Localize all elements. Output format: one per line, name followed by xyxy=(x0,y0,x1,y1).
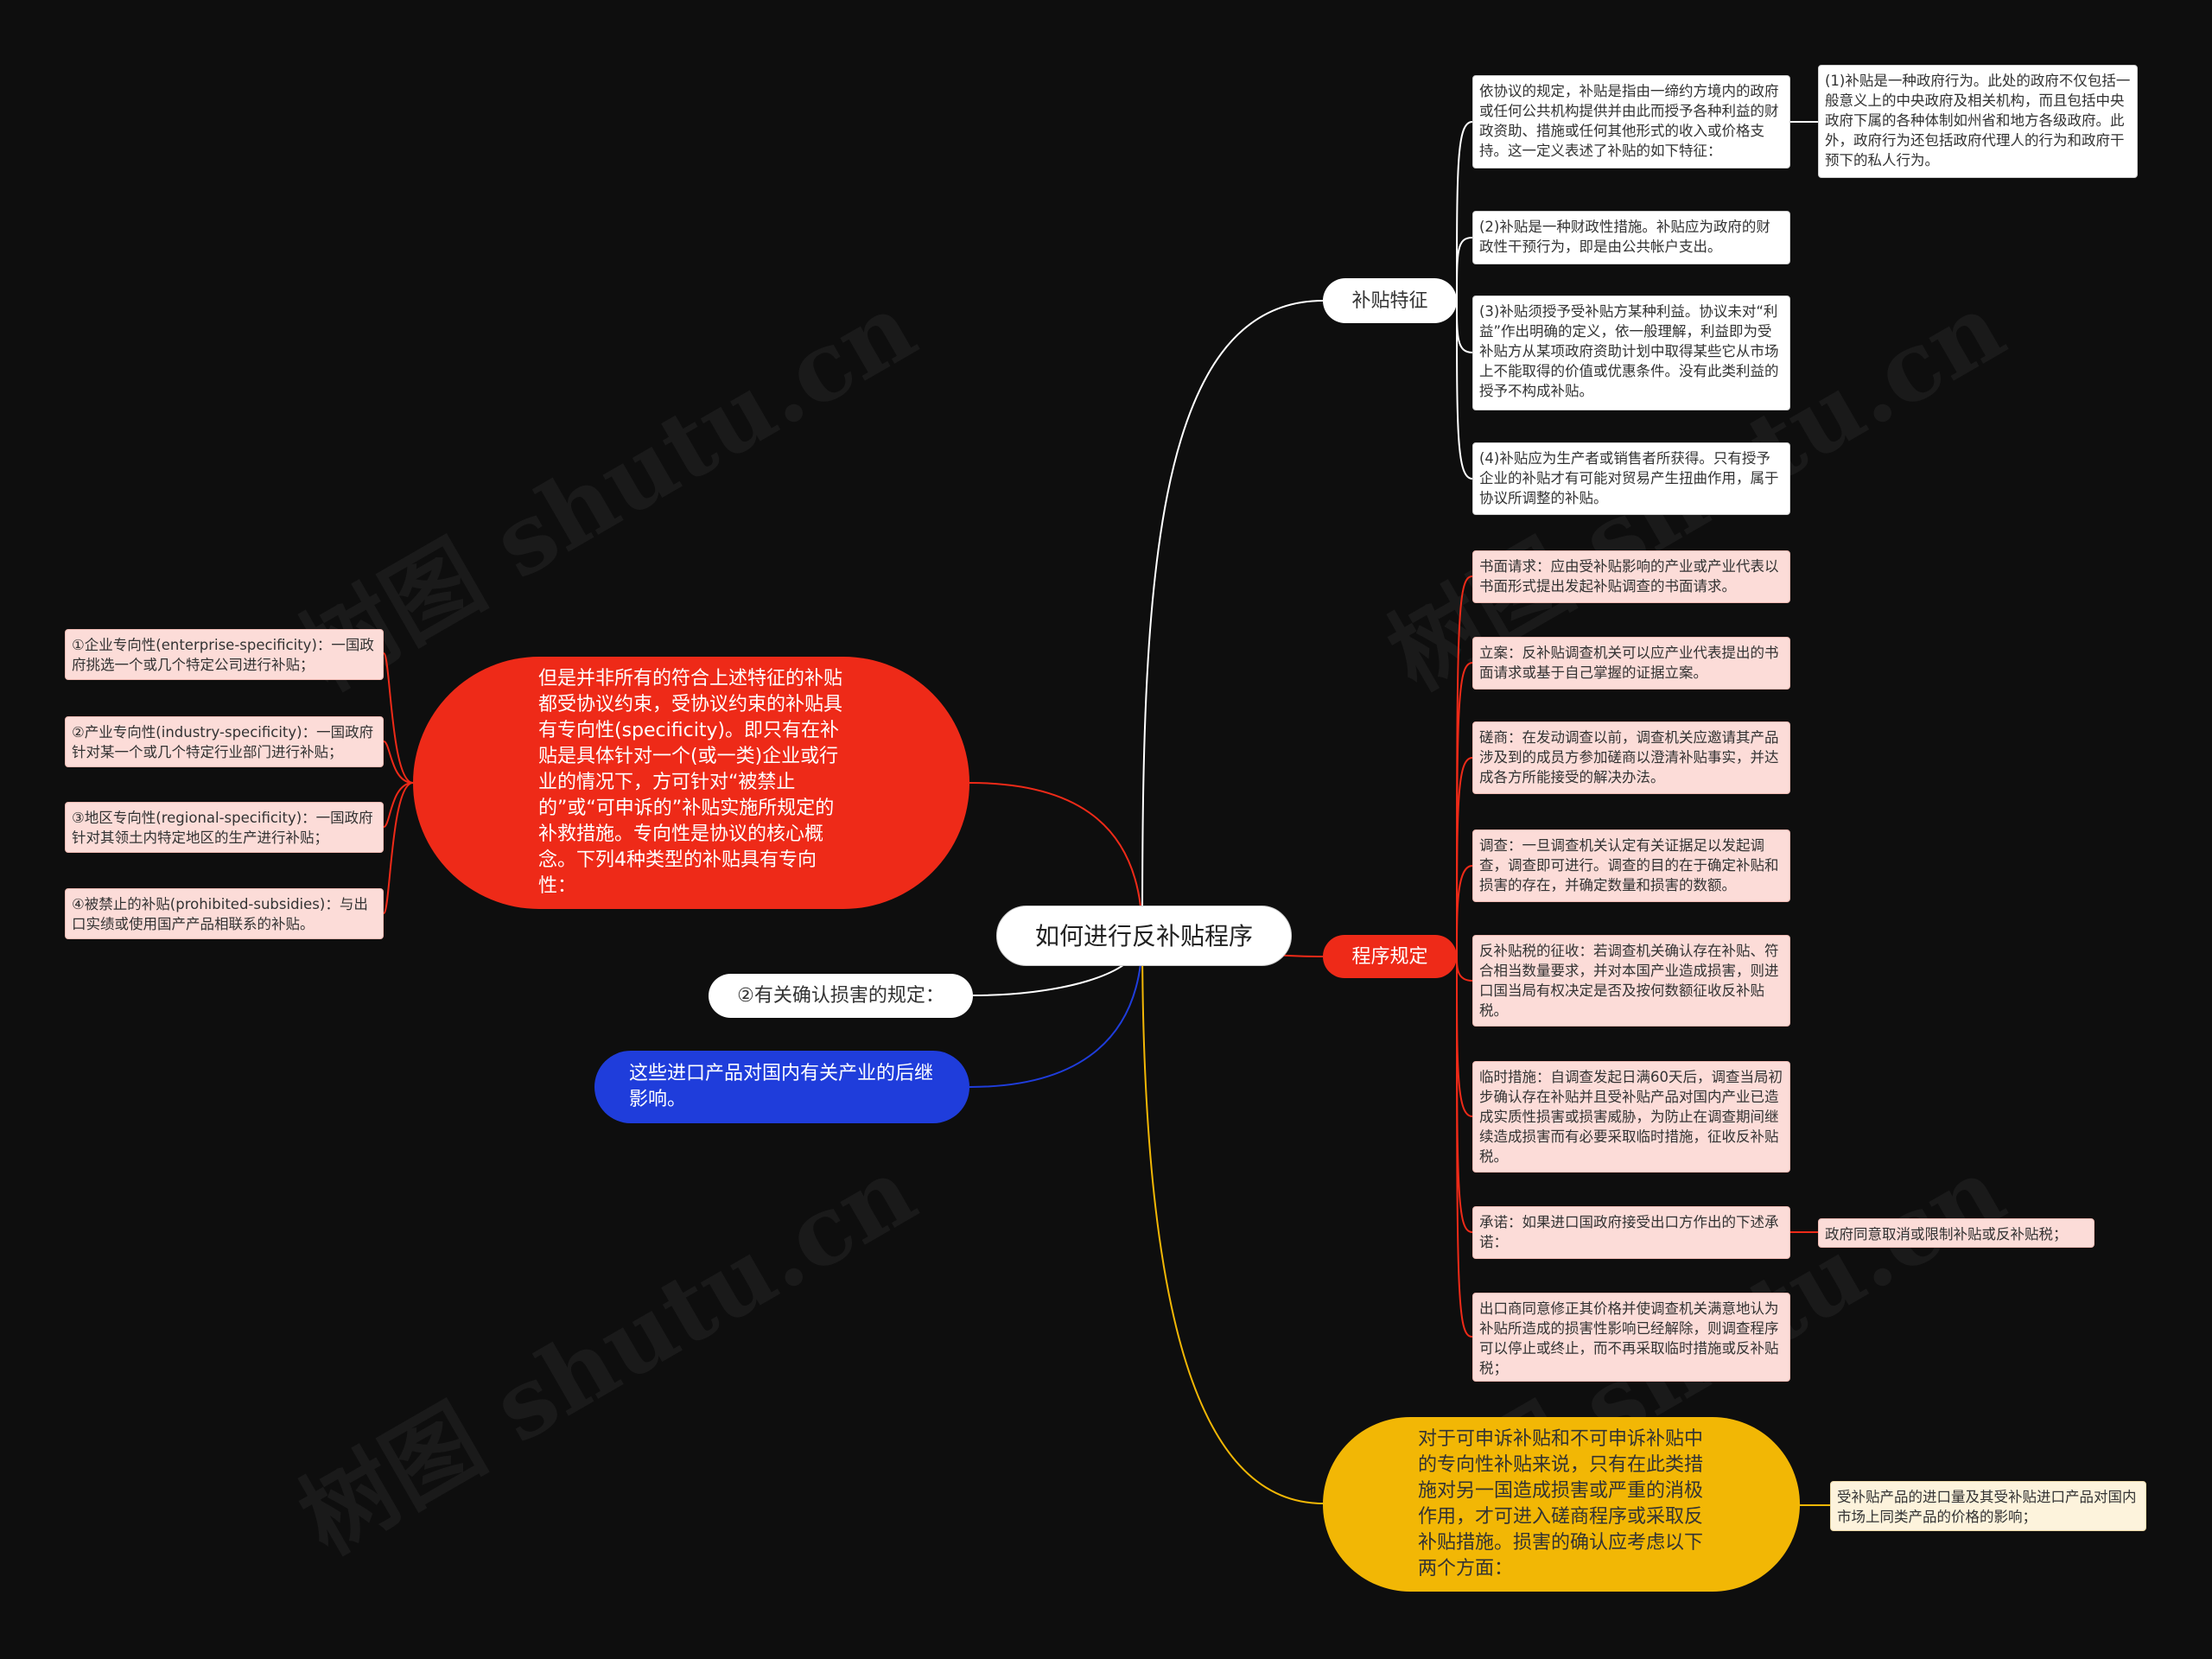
features-intro-detail-card[interactable]: (1)补贴是一种政府行为。此处的政府不仅包括一般意义上的中央政府及相关机构，而且… xyxy=(1818,65,2138,178)
root-topic-label: 如何进行反补贴程序 xyxy=(1034,921,1253,950)
features-intro-card[interactable]: 依协议的规定，补贴是指由一缔约方境内的政府或任何公共机构提供并由此而授予各种利益… xyxy=(1472,75,1790,168)
link-features-item3 xyxy=(1456,300,1473,353)
root-topic[interactable]: 如何进行反补贴程序 xyxy=(996,906,1292,966)
procedure-step-6[interactable]: 临时措施：自调查发起日满60天后，调查当局初步确认存在补贴并且受补贴产品对国内产… xyxy=(1472,1061,1790,1173)
link-proc-2 xyxy=(1456,662,1473,957)
procedure-step-3[interactable]: 磋商：在发动调查以前，调查机关应邀请其产品涉及到的成员方参加磋商以澄清补贴事实，… xyxy=(1472,721,1790,794)
link-proc-8 xyxy=(1456,956,1473,1338)
specificity-type-4[interactable]: ④被禁止的补贴(prohibited-subsidies)：与出口实绩或使用国产… xyxy=(65,888,384,939)
link-spec-3 xyxy=(383,782,414,828)
branch-specificity-label: 但是并非所有的符合上述特征的补贴都受协议约束，受协议约束的补贴具有专向性(spe… xyxy=(538,668,843,897)
branch-injury-label: 对于可申诉补贴和不可申诉补贴中的专向性补贴来说，只有在此类措施对另一国造成损害或… xyxy=(1418,1428,1704,1580)
features-item2-card[interactable]: (2)补贴是一种财政性措施。补贴应为政府的财政性干预行为，即是由公共帐户支出。 xyxy=(1472,211,1790,264)
specificity-type-2[interactable]: ②产业专向性(industry-specificity)：一国政府针对某一个或几… xyxy=(65,716,384,767)
injury-detail-card[interactable]: 受补贴产品的进口量及其受补贴进口产品对国内市场上同类产品的价格的影响； xyxy=(1830,1481,2146,1531)
branch-features-label: 补贴特征 xyxy=(1351,289,1428,312)
link-features-item2 xyxy=(1456,237,1473,302)
specificity-type-3[interactable]: ③地区专向性(regional-specificity)：一国政府针对其领土内特… xyxy=(65,802,384,853)
branch-specificity[interactable]: 但是并非所有的符合上述特征的补贴都受协议约束，受协议约束的补贴具有专向性(spe… xyxy=(413,657,969,909)
link-root-injury xyxy=(1141,935,1324,1504)
procedure-step-7[interactable]: 承诺：如果进口国政府接受出口方作出的下述承诺： xyxy=(1472,1206,1790,1259)
link-root-specificity xyxy=(969,782,1143,937)
features-item4-card[interactable]: (4)补贴应为生产者或销售者所获得。只有授予企业的补贴才有可能对贸易产生扭曲作用… xyxy=(1472,442,1790,515)
link-proc-7 xyxy=(1456,956,1473,1233)
procedure-promise-detail[interactable]: 政府同意取消或限制补贴或反补贴税； xyxy=(1818,1218,2094,1248)
link-features-item4 xyxy=(1456,300,1473,480)
link-proc-5 xyxy=(1456,956,1473,982)
branch-aftermath[interactable]: 这些进口产品对国内有关产业的后继影响。 xyxy=(594,1051,969,1123)
link-root-features xyxy=(1141,300,1324,937)
procedure-step-8[interactable]: 出口商同意修正其价格并使调查机关满意地认为补贴所造成的损害性影响已经解除，则调查… xyxy=(1472,1293,1790,1382)
link-features-intro xyxy=(1456,121,1473,302)
branch-damage-rule[interactable]: ②有关确认损害的规定： xyxy=(709,974,973,1018)
branch-procedure[interactable]: 程序规定 xyxy=(1323,935,1457,978)
branch-aftermath-label: 这些进口产品对国内有关产业的后继影响。 xyxy=(629,1063,934,1110)
branch-damage-rule-label: ②有关确认损害的规定： xyxy=(737,985,944,1007)
procedure-step-4[interactable]: 调查：一旦调查机关认定有关证据足以发起调查，调查即可进行。调查的目的在于确定补贴… xyxy=(1472,830,1790,902)
procedure-step-2[interactable]: 立案：反补贴调查机关可以应产业代表提出的书面请求或基于自己掌握的证据立案。 xyxy=(1472,637,1790,690)
link-proc-4 xyxy=(1456,865,1473,957)
branch-features[interactable]: 补贴特征 xyxy=(1323,278,1457,323)
link-proc-3 xyxy=(1456,757,1473,957)
specificity-type-1[interactable]: ①企业专向性(enterprise-specificity)：一国政府挑选一个或… xyxy=(65,629,384,680)
branch-procedure-label: 程序规定 xyxy=(1351,945,1428,968)
link-spec-4 xyxy=(383,782,414,914)
procedure-step-1[interactable]: 书面请求：应由受补贴影响的产业或产业代表以书面形式提出发起补贴调查的书面请求。 xyxy=(1472,550,1790,603)
procedure-step-5[interactable]: 反补贴税的征收：若调查机关确认存在补贴、符合相当数量要求，并对本国产业造成损害，… xyxy=(1472,935,1790,1027)
link-spec-1 xyxy=(383,652,414,784)
link-root-aftermath xyxy=(969,935,1143,1088)
link-spec-2 xyxy=(383,741,414,784)
branch-injury[interactable]: 对于可申诉补贴和不可申诉补贴中的专向性补贴来说，只有在此类措施对另一国造成损害或… xyxy=(1323,1417,1800,1592)
features-item3-card[interactable]: (3)补贴须授予受补贴方某种利益。协议未对“利益”作出明确的定义，依一般理解，利… xyxy=(1472,296,1790,410)
